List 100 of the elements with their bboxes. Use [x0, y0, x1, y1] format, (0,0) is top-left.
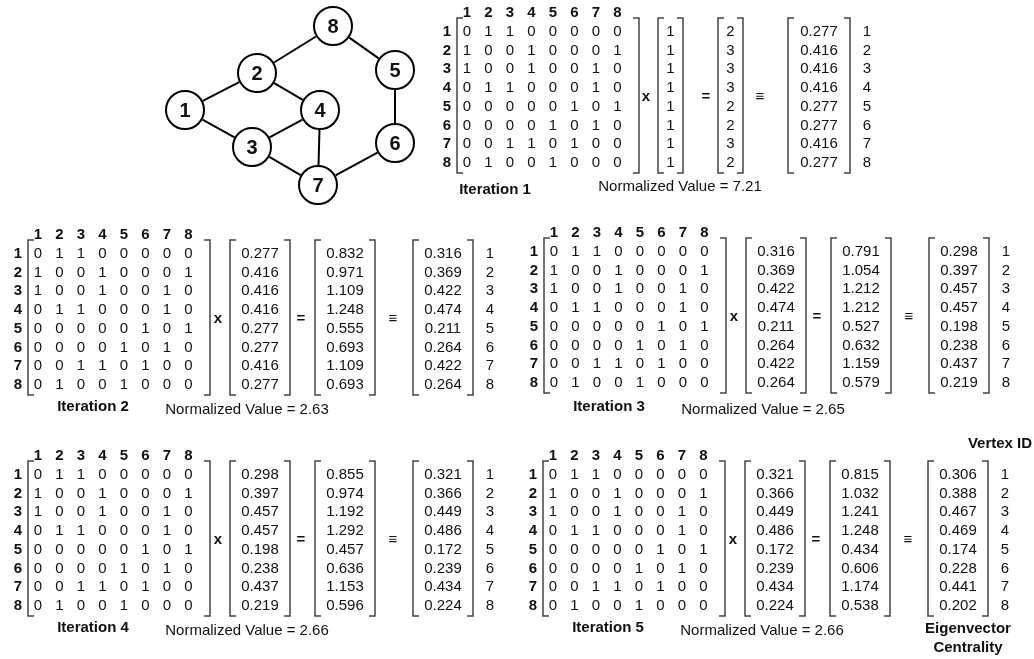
- matrix-entry: 1: [591, 577, 601, 593]
- matrix-entry: 1: [162, 521, 172, 537]
- edge-line: [273, 35, 317, 64]
- matrix-entry: 0: [614, 317, 623, 333]
- iteration-label: Iteration 1: [459, 180, 531, 196]
- matrix-entry: 1: [527, 134, 536, 150]
- row-number: 6: [529, 336, 539, 351]
- matrix-entry: 0: [184, 559, 193, 574]
- matrix-entry: 0: [570, 22, 579, 38]
- matrix-entry: 0: [549, 317, 559, 333]
- vertex-id: 6: [1000, 559, 1010, 574]
- vector-entry: 0.457: [241, 521, 279, 537]
- matrix-entry: 0: [548, 59, 558, 75]
- vertex-id: 3: [485, 502, 495, 518]
- matrix-entry: 0: [76, 484, 86, 500]
- vector-entry: 0.239: [424, 559, 462, 574]
- matrix-entry: 1: [55, 596, 64, 612]
- vertex-id: 6: [862, 116, 872, 131]
- matrix-entry: 1: [678, 298, 688, 314]
- matrix-entry: 1: [76, 465, 86, 481]
- matrix-entry: 1: [548, 484, 558, 500]
- matrix-entry: 0: [162, 484, 172, 500]
- matrix-entry: 1: [614, 354, 623, 370]
- matrix-entry: 0: [484, 97, 493, 113]
- matrix-entry: 0: [33, 465, 43, 481]
- vector-entry: 0.474: [424, 300, 462, 316]
- matrix-entry: 0: [484, 59, 493, 75]
- matrix-entry: 0: [591, 559, 601, 574]
- vector-entry: 0.636: [326, 559, 364, 574]
- vector-entry: 0.388: [939, 484, 977, 500]
- vertex-id: 7: [1000, 577, 1010, 593]
- matrix-entry: 0: [184, 338, 193, 353]
- vector-entry: 1: [666, 59, 675, 75]
- vector-entry: 0.397: [241, 484, 279, 500]
- vertex-id: 1: [862, 22, 872, 38]
- matrix-entry: 0: [700, 279, 709, 295]
- column-number: 6: [141, 225, 150, 241]
- matrix-entry: 1: [462, 41, 472, 57]
- vector-entry: 0.449: [756, 502, 794, 518]
- vector-entry: 1.292: [326, 521, 364, 537]
- vertex-id: 5: [1001, 317, 1011, 333]
- vector-entry: 0.228: [939, 559, 977, 574]
- matrix-entry: 0: [184, 521, 193, 537]
- matrix-entry: 0: [614, 242, 623, 258]
- vector-entry: 0.815: [841, 465, 879, 481]
- vertex-id: 7: [1001, 354, 1011, 370]
- matrix-entry: 1: [549, 279, 559, 295]
- column-heading: Vertex ID: [966, 433, 1034, 453]
- matrix-entry: 1: [570, 97, 579, 113]
- matrix-entry: 1: [98, 281, 107, 297]
- matrix-entry: 0: [677, 577, 687, 593]
- matrix-entry: 0: [548, 78, 558, 94]
- matrix-entry: 0: [570, 577, 579, 593]
- vector-entry: 0.422: [424, 281, 462, 297]
- vector-entry: 0.397: [940, 261, 978, 277]
- matrix-entry: 0: [462, 22, 472, 38]
- matrix-entry: 0: [613, 465, 622, 481]
- row-number: 2: [442, 41, 452, 57]
- column-number: 2: [55, 446, 64, 462]
- matrix-entry: 0: [678, 317, 688, 333]
- matrix-entry: 0: [162, 244, 172, 260]
- edge-line: [268, 118, 304, 139]
- vertex-id: 1: [1000, 465, 1010, 481]
- vertex-id: 2: [1001, 261, 1011, 277]
- matrix-entry: 0: [635, 261, 645, 277]
- matrix-entry: 1: [33, 502, 43, 518]
- row-number: 7: [529, 354, 539, 370]
- matrix-entry: 0: [570, 153, 579, 169]
- matrix-entry: 1: [570, 465, 579, 481]
- iteration-label: Iteration 4: [57, 618, 129, 634]
- matrix-entry: 0: [635, 298, 645, 314]
- matrix-entry: 0: [98, 559, 107, 574]
- column-number: 6: [656, 446, 665, 462]
- vector-entry: 0.219: [940, 373, 978, 389]
- matrix-entry: 0: [592, 279, 602, 295]
- column-number: 6: [657, 223, 666, 239]
- matrix-entry: 0: [548, 41, 558, 57]
- vector-entry: 0.791: [842, 242, 880, 258]
- matrix-entry: 1: [657, 354, 666, 370]
- vector-entry: 0.441: [939, 577, 977, 593]
- matrix-entry: 0: [548, 22, 558, 38]
- matrix-entry: 0: [98, 244, 107, 260]
- vector-entry: 0.467: [939, 502, 977, 518]
- matrix-entry: 0: [613, 559, 622, 574]
- matrix-entry: 0: [700, 336, 709, 351]
- row-number: 1: [13, 244, 23, 260]
- matrix-entry: 0: [549, 354, 559, 370]
- matrix-entry: 1: [657, 317, 666, 333]
- edge-line: [268, 156, 302, 176]
- vector-entry: 0.449: [424, 502, 462, 518]
- vertex-id: 8: [485, 596, 495, 612]
- vector-entry: 0.416: [800, 59, 838, 75]
- matrix-entry: 0: [613, 540, 622, 556]
- iteration-label: Iteration 3: [573, 397, 645, 413]
- vector-entry: 1: [666, 78, 675, 94]
- vector-entry: 1.212: [842, 298, 880, 314]
- row-number: 1: [13, 465, 23, 481]
- matrix-entry: 0: [571, 317, 580, 333]
- matrix-entry: 0: [462, 153, 472, 169]
- matrix-entry: 1: [162, 338, 172, 353]
